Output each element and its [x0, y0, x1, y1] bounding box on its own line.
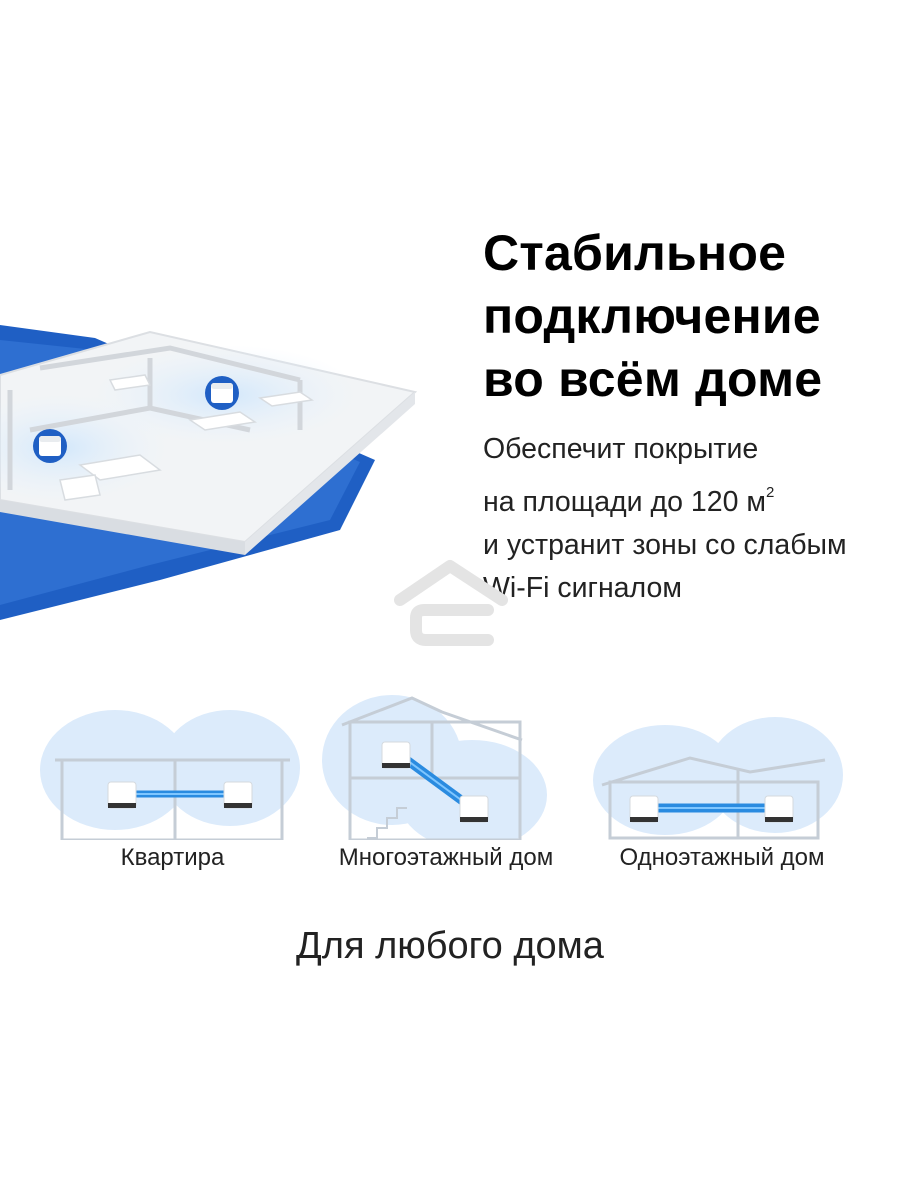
mesh-unit-icon: [33, 429, 67, 463]
scenario-label: Одноэтажный дом: [619, 844, 825, 871]
multistory-house-coverage-icon: [322, 695, 547, 840]
area-unit-superscript: 2: [765, 484, 775, 501]
description-line: на площади до 120 м2: [483, 471, 847, 524]
area-text: на площади до 120 м: [483, 486, 766, 518]
single-story-house-coverage-icon: [593, 717, 843, 840]
scenario-multistory: Многоэтажный дом: [312, 690, 582, 890]
mesh-unit-icon: [205, 376, 239, 410]
floor-plan-illustration: [0, 325, 418, 620]
description-line: Wi-Fi сигналом: [483, 572, 682, 604]
headline-line: Стабильное: [483, 225, 787, 281]
footer-title: Для любого дома: [296, 925, 604, 967]
scenario-single-story: Одноэтажный дом: [590, 690, 860, 890]
headline: Стабильное подключение во всём доме: [483, 222, 822, 411]
headline-line: во всём доме: [483, 351, 823, 407]
description: Обеспечит покрытие на площади до 120 м2 …: [483, 428, 847, 610]
description-line: и устранит зоны со слабым: [483, 529, 847, 561]
scenario-label: Квартира: [120, 844, 225, 871]
apartment-coverage-icon: [40, 710, 300, 840]
scenario-label: Многоэтажный дом: [338, 844, 554, 871]
scenario-apartment: Квартира: [40, 690, 310, 890]
description-line: Обеспечит покрытие: [483, 433, 759, 465]
headline-line: подключение: [483, 288, 821, 344]
house-watermark-icon: [394, 560, 508, 646]
